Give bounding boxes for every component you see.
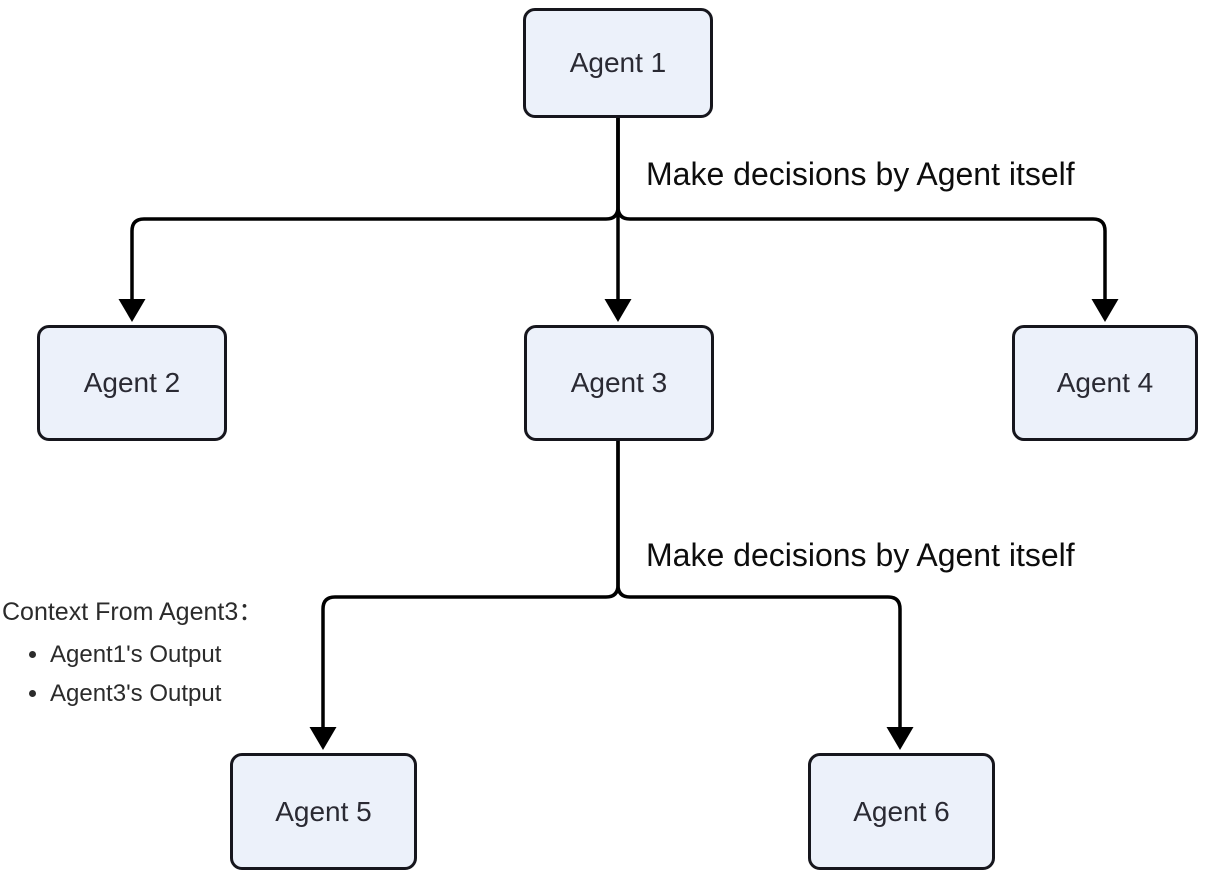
node-agent-6-label: Agent 6 (853, 795, 950, 827)
arrowhead-agent5 (309, 727, 337, 750)
arrowhead-agent2 (118, 299, 146, 322)
context-note: Context From Agent3： Agent1's Output Age… (2, 597, 263, 713)
edge-label-make-decisions-1: Make decisions by Agent itself (646, 156, 1075, 192)
node-agent-4-label: Agent 4 (1056, 367, 1154, 398)
node-agent-4: Agent 4 (1012, 325, 1198, 441)
edge-agent1-agent4 (616, 118, 1107, 300)
edge-agent1-agent2 (130, 118, 620, 300)
arrowhead-agent4 (1091, 299, 1119, 322)
arrowhead-agent3 (604, 299, 632, 322)
edge-label-make-decisions-2: Make decisions by Agent itself (646, 537, 1075, 573)
context-note-item: Agent1's Output (50, 635, 263, 674)
context-note-list: Agent1's Output Agent3's Output (2, 635, 263, 713)
edge-agent3-agent6 (616, 441, 902, 728)
node-agent-3: Agent 3 (524, 325, 714, 441)
node-agent-5: Agent 5 (230, 753, 417, 870)
node-agent-5-label: Agent 5 (275, 795, 372, 827)
node-agent-1-label: Agent 1 (569, 47, 667, 78)
node-agent-2-label: Agent 2 (83, 367, 181, 398)
arrowhead-agent6 (886, 727, 914, 750)
node-agent-1: Agent 1 (523, 8, 713, 118)
context-note-title: Context From Agent3： (2, 598, 264, 626)
context-note-item: Agent3's Output (50, 674, 263, 713)
node-agent-2: Agent 2 (37, 325, 227, 441)
edge-agent3-agent5 (321, 441, 620, 728)
node-agent-6: Agent 6 (808, 753, 995, 870)
node-agent-3-label: Agent 3 (570, 367, 668, 398)
